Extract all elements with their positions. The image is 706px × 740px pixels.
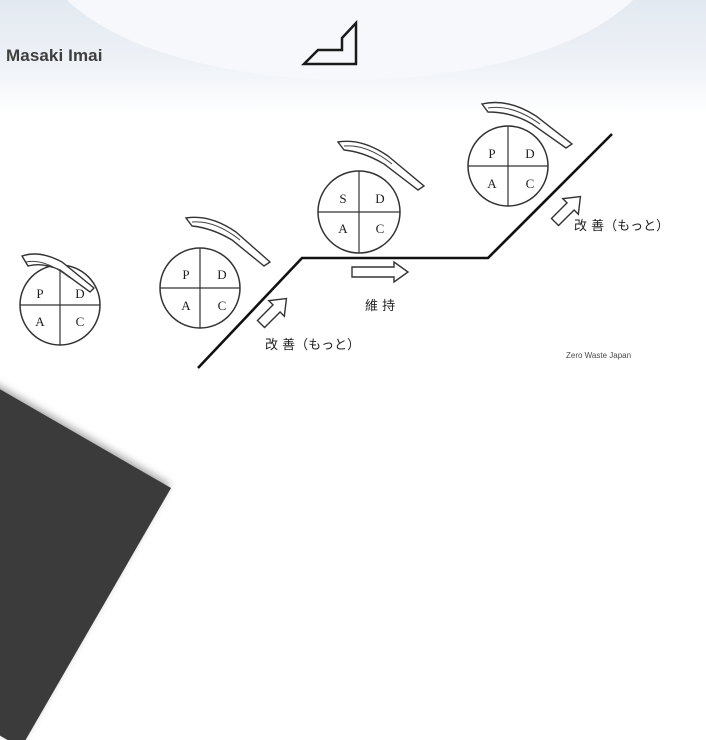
pdca-3-a: A <box>487 176 497 191</box>
credit-text: Zero Waste Japan <box>566 351 631 360</box>
improvement-label-upper: 改 善（もっと） <box>574 218 669 234</box>
pdca-1-p: P <box>36 286 43 301</box>
pdca-1-d: D <box>75 286 84 301</box>
pdca-3-p: P <box>488 146 495 161</box>
sdca-d: D <box>375 191 384 206</box>
sdca-cycle: S D A C <box>318 141 424 253</box>
pdca-1-c: C <box>76 314 85 329</box>
improvement-label-lower: 改 善（もっと） <box>265 337 360 353</box>
sdca-a: A <box>338 221 348 236</box>
pdca-sdca-diagram: P D A C P D A C S D A C P D A C <box>0 0 706 370</box>
maintain-arrow-icon <box>352 262 408 282</box>
sdca-c: C <box>376 221 385 236</box>
pdca-3-d: D <box>525 146 534 161</box>
pdca-2-d: D <box>217 267 226 282</box>
staircase-line <box>198 134 612 368</box>
pdca-2-c: C <box>218 298 227 313</box>
step-logo-icon <box>304 23 356 64</box>
maintain-label: 維 持 <box>365 299 395 314</box>
pdca-2-p: P <box>182 267 189 282</box>
pdca-1-a: A <box>35 314 45 329</box>
sdca-s: S <box>339 191 346 206</box>
pdca-cycle-2: P D A C <box>160 217 270 328</box>
pdca-cycle-1: P D A C <box>20 254 100 345</box>
pdca-2-a: A <box>181 298 191 313</box>
improve-arrow-lower-icon <box>253 291 294 332</box>
pdca-3-c: C <box>526 176 535 191</box>
